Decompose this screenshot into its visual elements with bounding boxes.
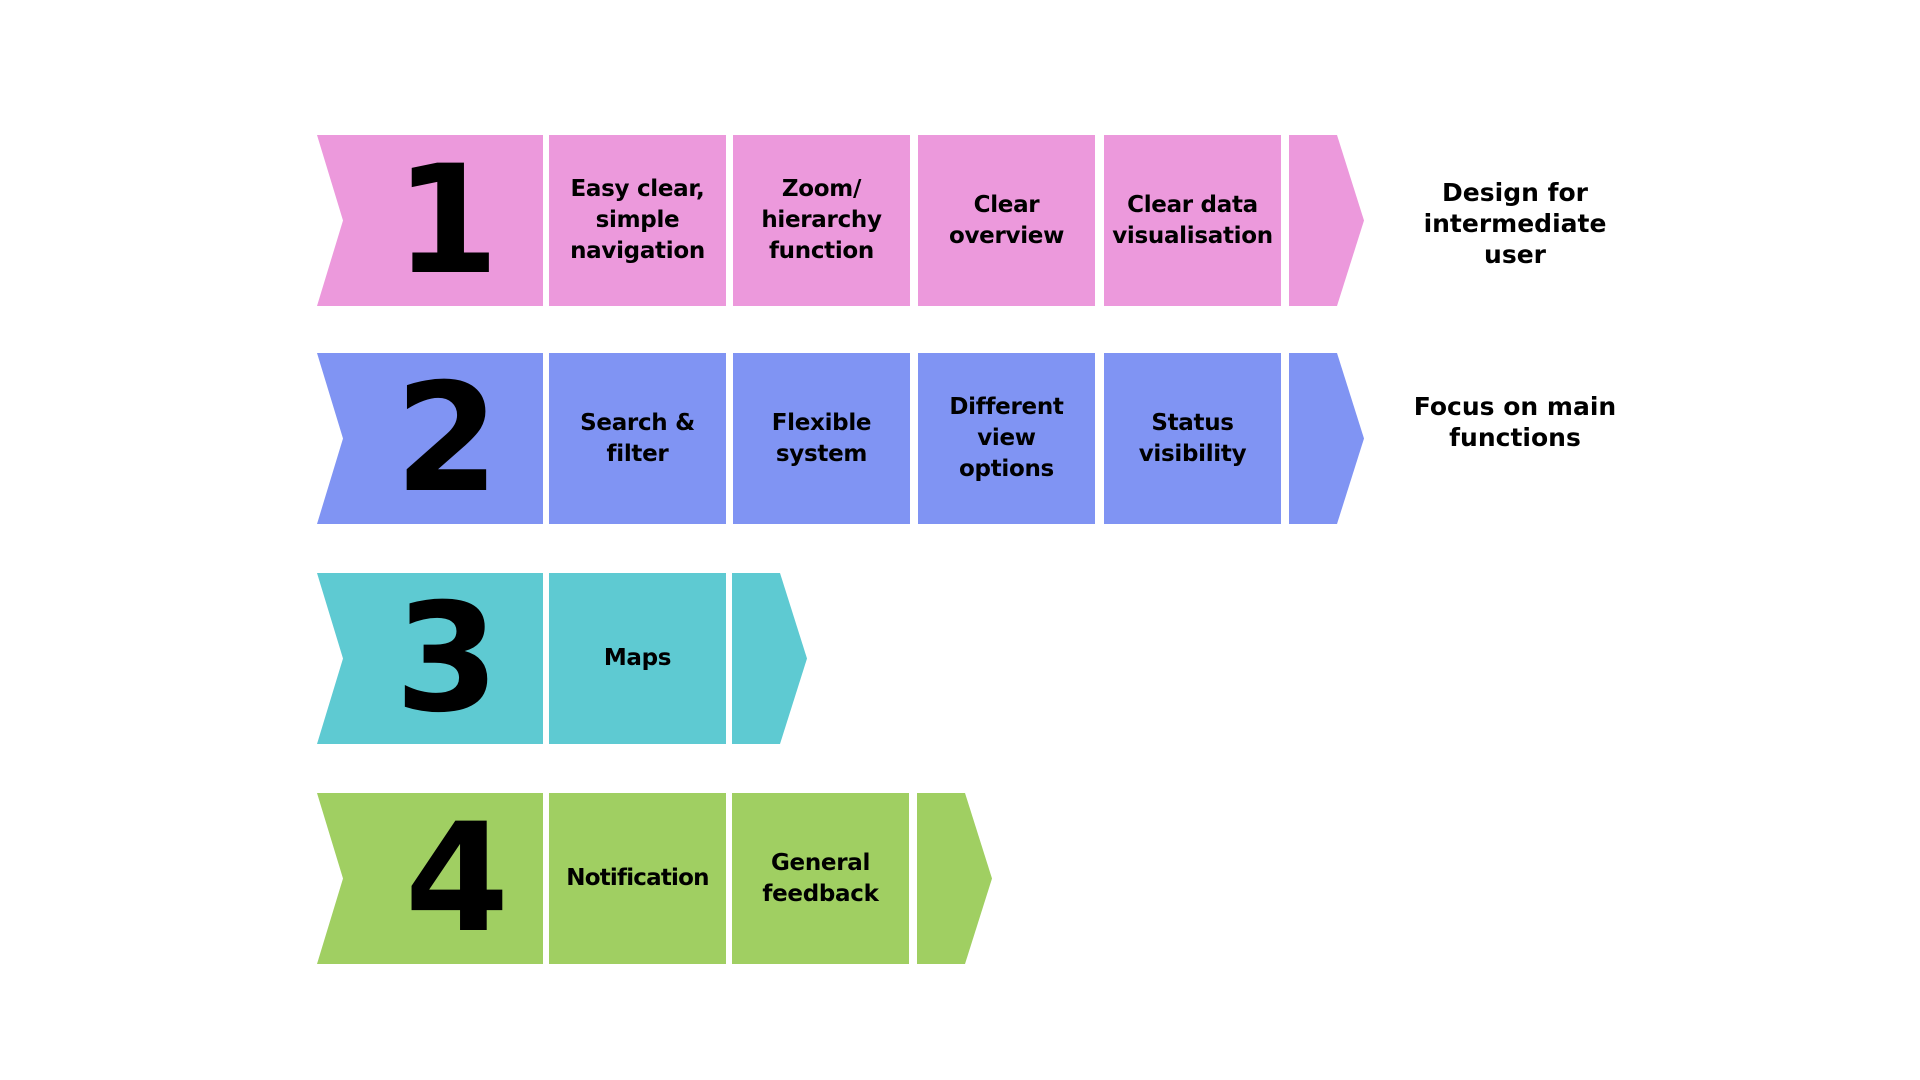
feature-label: Search & filter [580, 409, 695, 467]
row-number: 2 [394, 351, 499, 526]
feature-label: Status visibility [1138, 409, 1247, 467]
feature-label: Zoom/ hierarchy function [761, 176, 882, 264]
arrow-tail [732, 573, 807, 744]
feature-box: Notification [549, 793, 726, 964]
priority-row-4: 4 Notification General feedback [317, 793, 993, 964]
priority-row-1: 1 Easy clear, simple navigation Zoom/ hi… [317, 135, 1364, 306]
feature-box: Different view options [918, 353, 1095, 524]
row-number: 1 [394, 133, 499, 308]
arrow-tail [917, 793, 992, 964]
row-number: 4 [404, 791, 509, 966]
row-number-block: 4 [317, 793, 543, 964]
feature-box: Clear data visualisation [1104, 135, 1281, 306]
feature-label: General feedback [762, 849, 879, 907]
feature-box: Easy clear, simple navigation [549, 135, 726, 306]
priority-row-2: 2 Search & filter Flexible system Differ… [317, 353, 1364, 524]
feature-box: General feedback [732, 793, 909, 964]
feature-label: Clear data visualisation [1112, 191, 1273, 249]
priority-row-3: 3 Maps [317, 573, 807, 744]
feature-label: Flexible system [771, 409, 872, 467]
feature-label: Clear overview [948, 191, 1065, 249]
feature-box: Search & filter [549, 353, 726, 524]
row-number-block: 3 [317, 573, 543, 744]
feature-label: Different view options [949, 394, 1064, 482]
feature-box: Maps [549, 573, 726, 744]
feature-label: Maps [603, 645, 672, 671]
arrow-tail [1289, 353, 1364, 524]
feature-box: Clear overview [918, 135, 1095, 306]
row-number-block: 2 [317, 353, 543, 524]
row-2-side-label: Focus on main functions [1413, 392, 1617, 452]
feature-box: Flexible system [733, 353, 910, 524]
row-number-block: 1 [317, 135, 543, 306]
feature-label: Notification [566, 865, 709, 891]
feature-box: Zoom/ hierarchy function [733, 135, 910, 306]
row-number: 3 [394, 571, 499, 746]
feature-box: Status visibility [1104, 353, 1281, 524]
row-1-side-label: Design for intermediate user [1423, 178, 1607, 269]
arrow-tail [1289, 135, 1364, 306]
feature-label: Easy clear, simple navigation [570, 176, 705, 264]
